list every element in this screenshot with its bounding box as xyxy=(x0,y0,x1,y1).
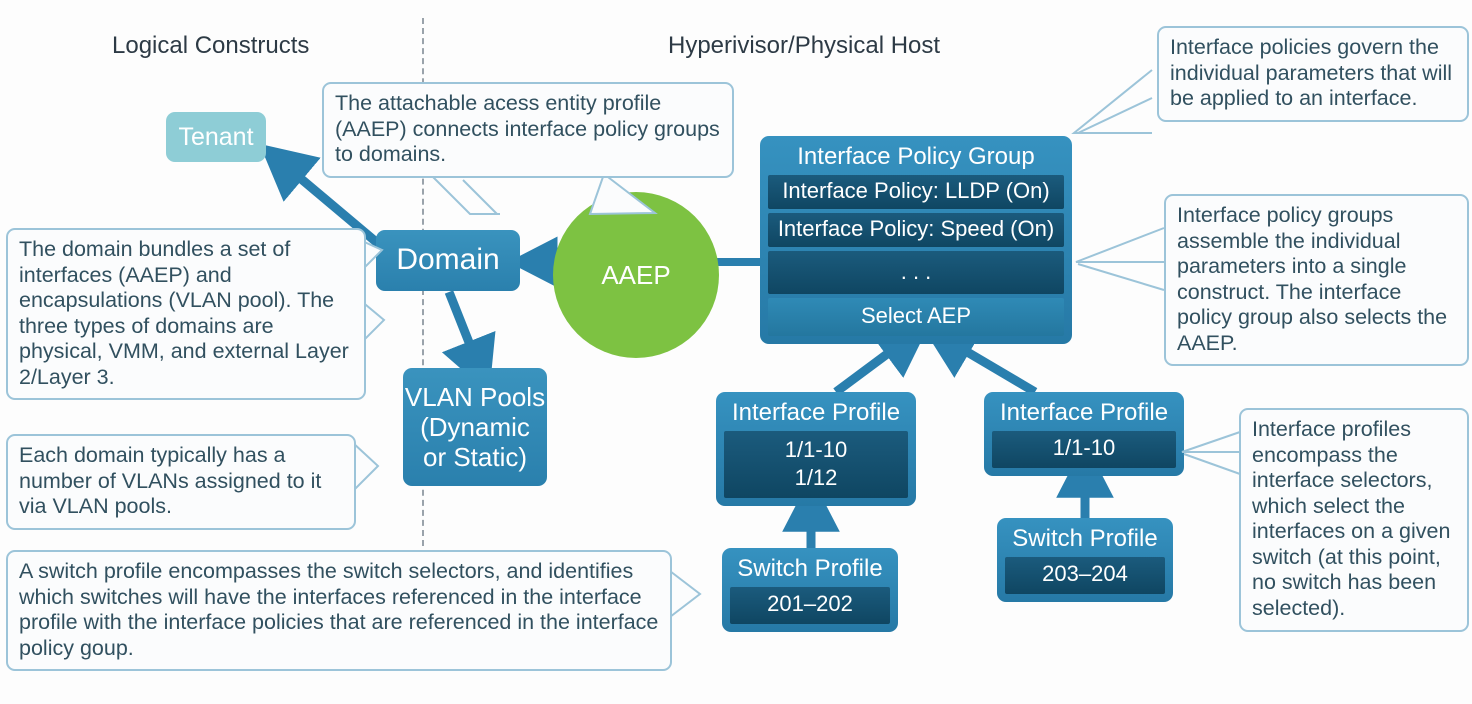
card-interface-profile-left[interactable]: Interface Profile 1/1-10 1/12 xyxy=(716,392,916,507)
callout-policy-groups: Interface policy groups assemble the ind… xyxy=(1164,194,1469,367)
node-tenant-label: Tenant xyxy=(178,122,254,151)
node-vlan-pools-line1: VLAN Pools xyxy=(404,381,546,412)
node-tenant[interactable]: Tenant xyxy=(166,112,266,162)
tail-policy-groups-callout-3 xyxy=(1077,263,1165,291)
node-vlan-pools-line2: (Dynamic xyxy=(420,411,530,442)
card-switch-profile-right-title: Switch Profile xyxy=(1012,525,1158,552)
node-aaep-circle[interactable]: AAEP xyxy=(553,192,719,358)
card-switch-profile-right[interactable]: Switch Profile 203–204 xyxy=(997,518,1173,603)
arrow-ifprofile-right-to-policygroup xyxy=(920,324,1038,396)
card-row-select-aep[interactable]: Select AEP xyxy=(768,298,1064,336)
port-range-2: 1/12 xyxy=(794,464,838,490)
heading-hypervisor-physical-host: Hyperivisor/Physical Host xyxy=(668,32,941,59)
tail-aaep-callout-domain-2 xyxy=(462,179,498,215)
card-switch-profile-right-range: 203–204 xyxy=(1005,557,1165,595)
card-interface-profile-right-ports: 1/1-10 xyxy=(992,431,1176,469)
card-row-ellipsis: . . . xyxy=(768,250,1064,295)
node-domain[interactable]: Domain xyxy=(376,230,520,291)
card-switch-profile-left-range: 201–202 xyxy=(730,587,890,625)
arrow-domain-to-vlanpools xyxy=(441,290,496,394)
callout-domain: The domain bundles a set of interfaces (… xyxy=(6,228,366,401)
node-vlan-pools-line3: or Static) xyxy=(422,442,528,473)
tail-interface-profiles-callout-2 xyxy=(1183,453,1241,475)
port-range-1: 1/1-10 xyxy=(784,437,848,463)
callout-vlan-pools: Each domain typically has a number of VL… xyxy=(6,434,356,530)
callout-interface-profiles: Interface profiles encompass the interfa… xyxy=(1239,408,1469,632)
card-switch-profile-left-title: Switch Profile xyxy=(737,555,883,582)
card-interface-profile-left-title: Interface Profile xyxy=(731,399,901,426)
callout-switch-profile: A switch profile encompasses the switch … xyxy=(6,550,672,672)
card-interface-profile-left-ports: 1/1-10 1/12 xyxy=(724,431,908,499)
tail-interface-profiles-callout xyxy=(1181,431,1241,453)
tail-interface-policies-callout xyxy=(1071,69,1153,134)
callout-aaep: The attachable acess entity profile (AAE… xyxy=(322,82,734,178)
node-aaep-label: AAEP xyxy=(601,259,671,290)
card-interface-policy-group-title: Interface Policy Group xyxy=(797,143,1035,170)
node-vlan-pools[interactable]: VLAN Pools (Dynamic or Static) xyxy=(403,368,547,486)
card-interface-profile-right[interactable]: Interface Profile 1/1-10 xyxy=(984,392,1184,477)
callout-interface-policies: Interface policies govern the individual… xyxy=(1157,26,1469,122)
card-row-speed[interactable]: Interface Policy: Speed (On) xyxy=(768,213,1064,247)
card-interface-policy-group[interactable]: Interface Policy Group Interface Policy:… xyxy=(760,136,1072,344)
card-row-lldp[interactable]: Interface Policy: LLDP (On) xyxy=(768,175,1064,210)
tail-aaep-callout-domain xyxy=(429,173,500,215)
tail-interface-policies-callout-2 xyxy=(1077,97,1153,134)
tail-policy-groups-callout xyxy=(1075,227,1165,263)
card-interface-profile-right-title: Interface Profile xyxy=(999,399,1169,426)
heading-logical-constructs: Logical Constructs xyxy=(112,32,310,59)
card-switch-profile-left[interactable]: Switch Profile 201–202 xyxy=(722,548,898,633)
node-domain-label: Domain xyxy=(396,243,500,277)
arrow-ifprofile-left-to-policygroup xyxy=(833,321,931,396)
